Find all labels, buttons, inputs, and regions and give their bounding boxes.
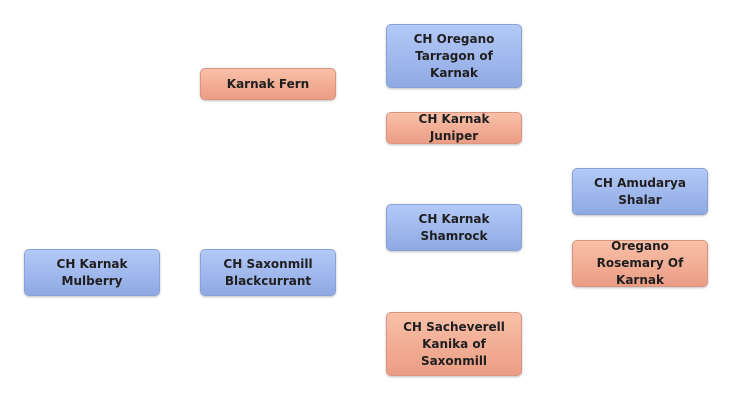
node-sire-sire[interactable]: CH Karnak Shamrock — [386, 204, 522, 251]
node-dam[interactable]: Karnak Fern — [200, 68, 336, 100]
node-sire-sire-sire-label: CH Amudarya Shalar — [594, 175, 686, 207]
node-sire-sire-dam-label: Oregano Rosemary Of Karnak — [596, 239, 684, 287]
node-sire-dam-label: CH Sacheverell Kanika of Saxonmill — [403, 319, 505, 368]
node-dam-label: Karnak Fern — [226, 76, 310, 91]
node-dam-sire[interactable]: CH Oregano Tarragon of Karnak — [386, 24, 522, 88]
node-subject-label: CH Karnak Mulberry — [56, 256, 128, 288]
node-sire-label: CH Saxonmill Blackcurrant — [223, 256, 313, 288]
node-dam-dam[interactable]: CH Karnak Juniper — [386, 112, 522, 144]
node-dam-dam-label: CH Karnak Juniper — [418, 112, 490, 143]
node-dam-sire-label: CH Oregano Tarragon of Karnak — [413, 31, 495, 80]
node-sire-sire-sire[interactable]: CH Amudarya Shalar — [572, 168, 708, 215]
node-sire-sire-label: CH Karnak Shamrock — [418, 211, 490, 243]
node-sire-sire-dam[interactable]: Oregano Rosemary Of Karnak — [572, 239, 708, 287]
node-sire-dam[interactable]: CH Sacheverell Kanika of Saxonmill — [386, 312, 522, 376]
node-subject[interactable]: CH Karnak Mulberry — [24, 249, 160, 296]
node-sire[interactable]: CH Saxonmill Blackcurrant — [200, 249, 336, 296]
